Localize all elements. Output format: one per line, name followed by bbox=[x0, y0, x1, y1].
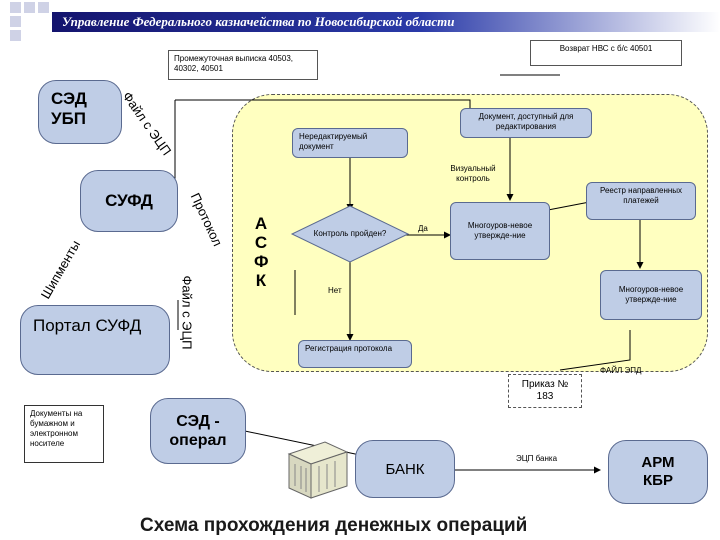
editable-doc-box: Документ, доступный для редактирования bbox=[460, 108, 592, 138]
control-decision-label: Контроль пройден? bbox=[313, 229, 387, 238]
order-note: Приказ № 183 bbox=[508, 374, 582, 408]
paper-docs-note: Документы на бумажном и электронном носи… bbox=[24, 405, 104, 463]
interim-statement-label: Промежуточная выписка 40503, 40302, 4050… bbox=[168, 50, 318, 80]
header-square bbox=[24, 2, 35, 13]
file-ecp-label-bottom: Файл с ЭЦП bbox=[179, 275, 195, 350]
visual-control-label: Визуальный контроль bbox=[450, 164, 496, 183]
asfk-letter: К bbox=[255, 271, 267, 290]
page-title: Управление Федерального казначейства по … bbox=[62, 14, 455, 29]
non-editable-doc-box: Нередактируемый документ bbox=[292, 128, 408, 158]
asfk-letter: С bbox=[254, 233, 268, 252]
bank-building-icon bbox=[285, 438, 351, 504]
bank-node: БАНК bbox=[355, 440, 455, 498]
header-square bbox=[10, 2, 21, 13]
diagram-caption: Схема прохождения денежных операций bbox=[140, 515, 528, 536]
asfk-letter: Ф bbox=[254, 252, 269, 271]
arm-kbr-node: АРМ КБР bbox=[608, 440, 708, 504]
protocol-registration-box: Регистрация протокола bbox=[298, 340, 412, 368]
control-decision: Контроль пройден? bbox=[290, 204, 410, 264]
header: Управление Федерального казначейства по … bbox=[0, 0, 720, 41]
ecp-bank-label: ЭЦП банка bbox=[516, 454, 558, 463]
portal-sufd-node: Портал СУФД bbox=[20, 305, 170, 375]
multilevel-approval-box-1: Многоуров-невое утвержде-ние bbox=[450, 202, 550, 260]
header-square bbox=[10, 16, 21, 27]
header-bar bbox=[52, 12, 720, 32]
header-square bbox=[10, 30, 21, 41]
sed-ubp-node: СЭД УБП bbox=[38, 80, 122, 144]
registry-box: Реестр направленных платежей bbox=[586, 182, 696, 220]
asfk-label: А С Ф К bbox=[254, 214, 269, 290]
no-label: Нет bbox=[328, 286, 342, 295]
header-square bbox=[38, 2, 49, 13]
asfk-letter: А bbox=[254, 214, 268, 233]
return-nvs-label: Возврат НВС с б/с 40501 bbox=[530, 40, 682, 66]
sufd-node: СУФД bbox=[80, 170, 178, 232]
multilevel-approval-box-2: Многоуров-невое утвержде-ние bbox=[600, 270, 702, 320]
file-epd-label: ФАЙЛ ЭПД bbox=[600, 366, 642, 375]
sed-operzal-node: СЭД - операл bbox=[150, 398, 246, 464]
yes-label: Да bbox=[418, 224, 428, 233]
